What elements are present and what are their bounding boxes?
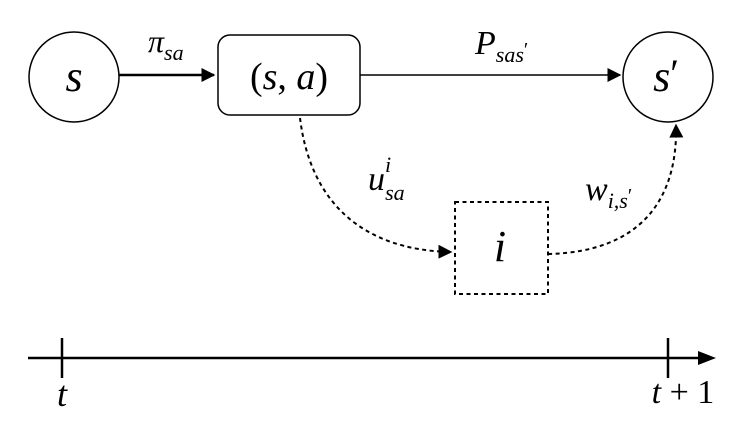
- edge-w-arrow: [547, 123, 684, 255]
- timeline-arrowhead: [698, 351, 716, 365]
- edge-P: Psas′: [360, 25, 622, 82]
- node-i-label: i: [494, 222, 506, 271]
- node-s-circle: [28, 31, 120, 123]
- edge-pi-label: πsa: [148, 23, 184, 65]
- edge-w-label: wi,s′: [585, 171, 632, 213]
- timeline-label-t: t: [57, 374, 68, 414]
- node-state-action-label: (s, a): [250, 56, 328, 98]
- node-state-action: (s, a): [217, 34, 361, 116]
- node-s-prime-circle: [622, 31, 714, 123]
- timeline-label-t1: t + 1: [652, 374, 715, 411]
- node-s-label: s: [65, 52, 82, 101]
- node-s-prime-label: s′: [653, 51, 679, 101]
- edge-pi: πsa: [119, 23, 216, 82]
- edge-w: wi,s′: [547, 123, 684, 255]
- node-i-box: [454, 201, 549, 295]
- timeline: t t + 1: [28, 338, 716, 414]
- node-s-prime: s′: [622, 31, 714, 123]
- edge-P-label: Psas′: [474, 25, 528, 67]
- node-i: i: [454, 201, 549, 295]
- node-s: s: [28, 31, 120, 123]
